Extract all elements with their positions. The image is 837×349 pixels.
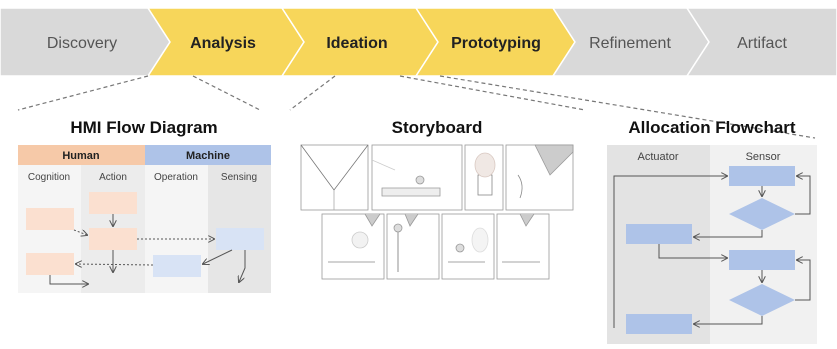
flow-decision	[729, 198, 795, 230]
projection-lines	[17, 75, 816, 139]
hmi-box	[216, 228, 264, 250]
lane-label-actuator: Actuator	[638, 151, 679, 163]
allocation-title: Allocation Flowchart	[628, 118, 796, 137]
hmi-box	[153, 255, 201, 277]
storyboard-frame	[464, 144, 504, 211]
storyboard	[300, 144, 574, 280]
lane-label-action: Action	[99, 172, 127, 183]
storyboard-frame	[321, 213, 385, 280]
flow-process-box	[729, 166, 795, 186]
process-stages	[0, 7, 837, 77]
stage-label-prototyping: Prototyping	[451, 35, 541, 52]
storyboard-frame	[505, 144, 574, 211]
stage-chevron-artifact	[685, 7, 837, 77]
hmi-box	[89, 192, 137, 214]
flow-process-box	[626, 314, 692, 334]
storyboard-title: Storyboard	[392, 118, 483, 137]
storyboard-frame	[386, 213, 440, 280]
storyboard-frame	[371, 144, 463, 211]
hmi-flow-diagram	[18, 145, 271, 293]
lane-label-sensor: Sensor	[746, 151, 781, 163]
storyboard-frame	[300, 144, 369, 211]
group-label-machine: Machine	[186, 150, 230, 162]
flow-decision	[729, 284, 795, 316]
hmi-box	[26, 208, 74, 230]
lane-label-operation: Operation	[154, 172, 198, 183]
group-label-human: Human	[62, 150, 100, 162]
stage-label-discovery: Discovery	[47, 35, 117, 52]
flow-arrows	[613, 176, 811, 328]
hmi-box	[89, 228, 137, 250]
allocation-flowchart	[607, 145, 817, 344]
stage-label-artifact: Artifact	[737, 35, 787, 52]
flow-process-box	[729, 250, 795, 270]
stage-label-refinement: Refinement	[589, 35, 671, 52]
stage-label-ideation: Ideation	[326, 35, 387, 52]
machine-header	[145, 145, 271, 165]
lane-label-cognition: Cognition	[28, 172, 70, 183]
human-header	[18, 145, 145, 165]
hmi-title: HMI Flow Diagram	[70, 118, 217, 137]
flow-process-box	[626, 224, 692, 244]
hmi-box	[26, 253, 74, 275]
storyboard-frame	[441, 213, 495, 280]
stage-label-analysis: Analysis	[190, 35, 256, 52]
hmi-arrows	[49, 214, 246, 284]
lane-label-sensing: Sensing	[221, 172, 257, 183]
storyboard-frame	[496, 213, 550, 280]
